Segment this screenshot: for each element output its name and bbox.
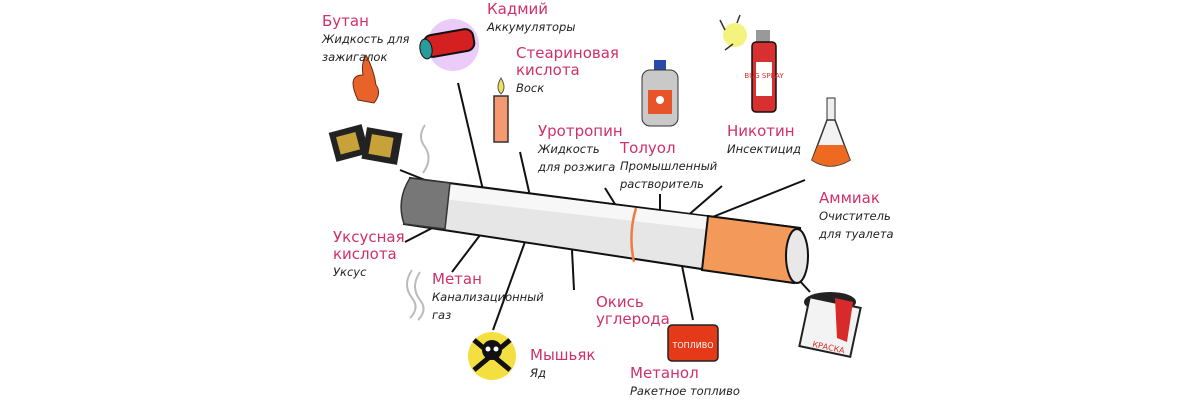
- label-stearic-acid: Стеариновая кислота Воск: [516, 45, 619, 97]
- fuel-canister-icon: ТОПЛИВО: [667, 324, 719, 362]
- chemical-source: Промышленный: [620, 159, 718, 173]
- chemical-source: для туалета: [819, 227, 894, 241]
- label-arsenic: Мышьяк Яд: [530, 346, 595, 382]
- chemical-source: Яд: [530, 366, 546, 380]
- label-methane: Метан Канализационный газ: [432, 271, 544, 324]
- label-butane: Бутан Жидкость для зажигалок: [322, 12, 409, 66]
- chemical-name: кислота: [333, 245, 397, 263]
- chemical-source: Жидкость для: [322, 32, 410, 46]
- filter-end: [785, 228, 809, 284]
- battery-icon: [419, 19, 479, 71]
- fumes-icon: [406, 269, 425, 321]
- candle-icon: [493, 77, 509, 143]
- chemical-name: кислота: [516, 61, 580, 79]
- band: [630, 207, 638, 263]
- spray-can-label: BUG SPRAY: [744, 72, 784, 80]
- line-nicotine: [684, 185, 723, 219]
- chemical-source: Аккумуляторы: [487, 20, 576, 34]
- chemical-name: Бутан: [322, 12, 369, 30]
- label-acetic-acid: Уксусная кислота Уксус: [333, 229, 405, 281]
- ash: [400, 177, 451, 230]
- chemical-source: Воск: [516, 81, 545, 95]
- chemical-name: Стеариновая: [516, 44, 619, 62]
- chemical-source: Канализационный: [432, 290, 544, 304]
- smoke-icon: [420, 124, 430, 174]
- fuel-canister-label: ТОПЛИВО: [672, 341, 714, 350]
- chemical-source: Жидкость: [538, 142, 600, 156]
- paint-can-icon: КРАСКА: [798, 292, 862, 359]
- bottle-icon: [641, 60, 679, 127]
- chemical-name: Уротропин: [538, 122, 623, 140]
- label-urotropin: Уротропин Жидкость для розжига: [538, 122, 623, 176]
- chemical-name: Кадмий: [487, 0, 549, 18]
- line-stearic: [519, 151, 531, 197]
- chemical-source: Уксус: [333, 265, 367, 279]
- chemical-name: Мышьяк: [530, 346, 596, 364]
- label-toluene: Толуол Промышленный растворитель: [620, 139, 717, 193]
- chemical-name: углерода: [596, 310, 670, 328]
- line-arsenic: [492, 227, 531, 331]
- chemical-source: Инсектицид: [727, 142, 801, 156]
- chemical-name: Метан: [432, 270, 482, 288]
- chemical-source: газ: [432, 308, 452, 322]
- label-carbon-monoxide: Окись углерода: [596, 294, 670, 328]
- lighter-icon: [328, 54, 403, 165]
- chemical-source: растворитель: [620, 177, 704, 191]
- label-methanol: Метанол Ракетное топливо: [630, 364, 740, 400]
- spray-can-icon: BUG SPRAY: [719, 14, 784, 113]
- chemical-source: для розжига: [538, 160, 616, 174]
- label-cadmium: Кадмий Аккумуляторы: [487, 0, 575, 36]
- chemical-source: Очиститель: [819, 209, 891, 223]
- skull-icon: [468, 332, 516, 380]
- chemical-source: зажигалок: [322, 50, 388, 64]
- cigarette: [400, 176, 809, 285]
- chemical-name: Толуол: [620, 139, 676, 157]
- chemical-name: Аммиак: [819, 189, 880, 207]
- line-ammonia: [699, 179, 806, 223]
- chemical-name: Окись: [596, 293, 644, 311]
- line-co: [571, 249, 575, 291]
- chemical-source: Ракетное топливо: [630, 384, 740, 398]
- chemical-name: Никотин: [727, 122, 795, 140]
- line-cadmium: [457, 82, 484, 191]
- flask-icon: [811, 97, 851, 167]
- label-nicotine: Никотин Инсектицид: [727, 122, 801, 158]
- chemical-name: Уксусная: [333, 228, 405, 246]
- label-ammonia: Аммиак Очиститель для туалета: [819, 189, 894, 243]
- chemical-name: Метанол: [630, 364, 699, 382]
